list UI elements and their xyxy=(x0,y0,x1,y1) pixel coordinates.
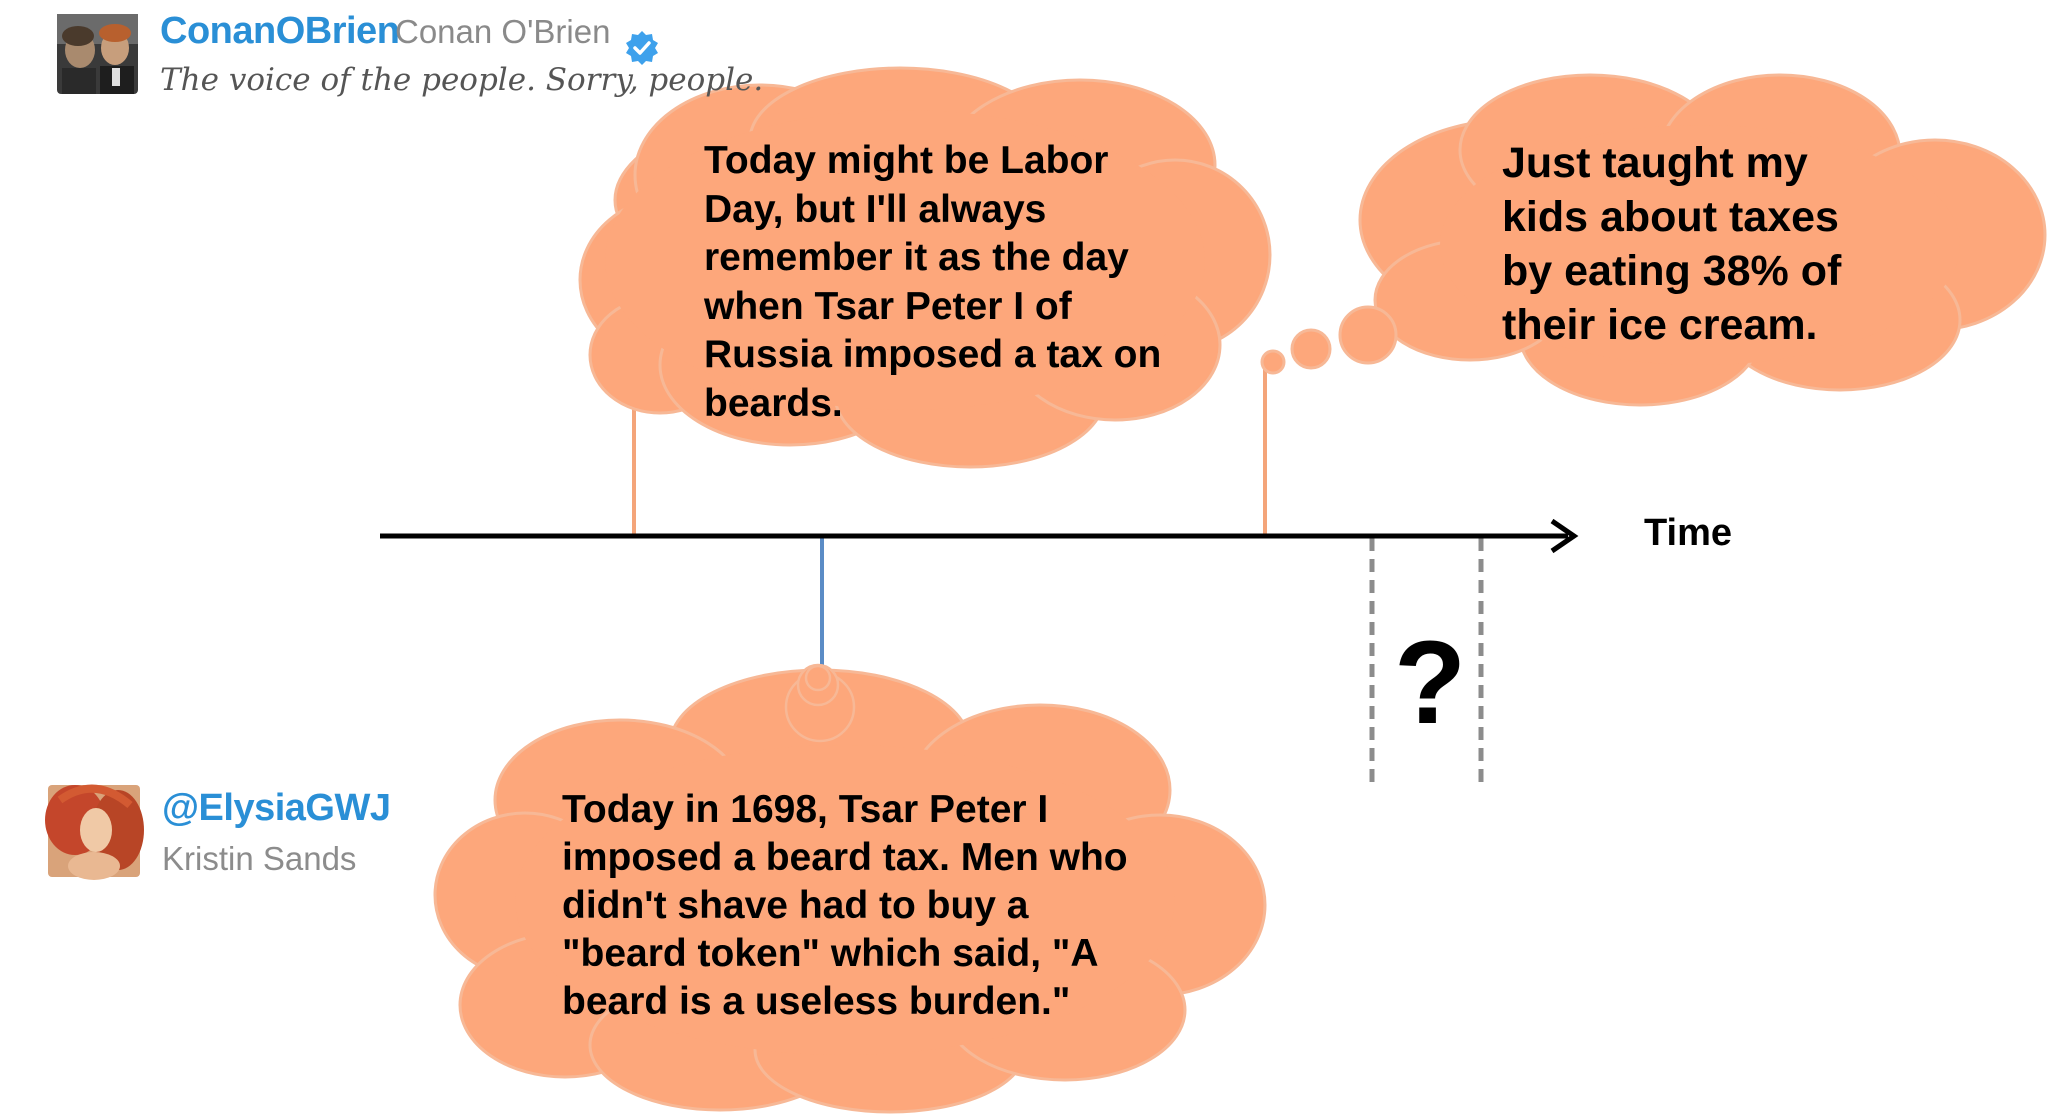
conan-handle[interactable]: ConanOBrien xyxy=(160,10,400,52)
ice-cream-tweet-text: Just taught my kids about taxes by eatin… xyxy=(1502,139,1842,349)
elysia-real-name: Kristin Sands xyxy=(162,840,357,877)
conan-avatar xyxy=(57,14,138,94)
elysia-handle[interactable]: @ElysiaGWJ xyxy=(162,787,391,829)
ice-cream-thought-dots xyxy=(1260,305,1398,375)
beard-tax-tweet-text: Today in 1698, Tsar Peter I imposed a be… xyxy=(562,788,1128,1023)
beard-tax-thought-dots xyxy=(784,663,856,743)
unknown-window-marker: ? xyxy=(1394,617,1467,749)
ice-cream-cloud xyxy=(1358,73,2047,407)
conan-bio: The voice of the people. Sorry, people. xyxy=(160,62,764,98)
verified-badge-icon xyxy=(626,31,658,65)
conan-real-name: Conan O'Brien xyxy=(395,13,611,50)
beard-tax-cloud xyxy=(433,668,1267,1114)
elysia-avatar xyxy=(45,784,144,880)
labor-day-tweet-text: Today might be Labor Day, but I'll alway… xyxy=(704,139,1162,425)
time-axis-label: Time xyxy=(1644,512,1733,554)
timeline-arrowhead xyxy=(1550,518,1579,554)
labor-day-cloud xyxy=(578,66,1272,469)
